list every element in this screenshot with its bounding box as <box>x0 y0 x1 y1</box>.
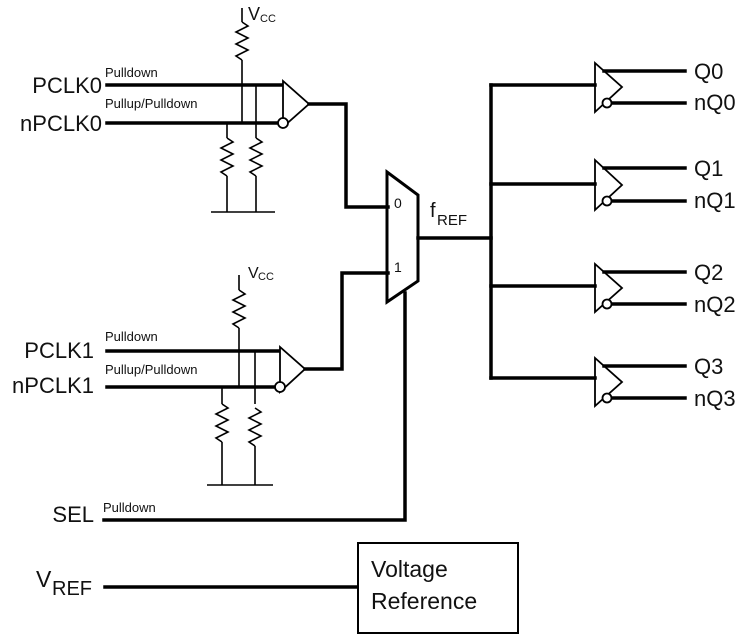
vcc-sub-1: CC <box>258 271 274 283</box>
pulldown-resistors-1 <box>207 387 273 486</box>
pclk0-bias-label: Pulldown <box>105 65 158 80</box>
multiplexer: 0 1 f REF <box>385 169 493 305</box>
output-buffer-3: Q3 nQ3 <box>594 354 736 411</box>
vref-input: V REF <box>36 566 360 600</box>
input-stage-1: PCLK1 nPCLK1 Pulldown Pullup/Pulldown V … <box>12 265 390 486</box>
vcc-pullup-resistor-0: V CC <box>234 4 276 123</box>
mux-input-0-label: 0 <box>394 195 402 211</box>
output-buffer-0: Q0 nQ0 <box>594 59 736 115</box>
mux-input-1-label: 1 <box>394 259 402 275</box>
sel-wire <box>102 291 407 522</box>
npclk0-bias-label: Pullup/Pulldown <box>105 96 198 111</box>
sel-label: SEL <box>52 502 94 527</box>
nq2-label: nQ2 <box>694 292 736 317</box>
nq0-label: nQ0 <box>694 90 736 115</box>
vcc-label-1: V <box>248 265 259 282</box>
vcc-pullup-resistor-1: V CC <box>231 265 274 387</box>
voltage-reference-block: Voltage Reference <box>357 542 519 634</box>
pulldown-resistors-0 <box>211 123 275 213</box>
fref-label: f <box>430 200 436 222</box>
q3-label: Q3 <box>694 354 723 379</box>
sel-bias-label: Pulldown <box>103 500 156 515</box>
input-buffer-1 <box>274 345 307 395</box>
pclk1-bias-label: Pulldown <box>105 329 158 344</box>
buffer0-to-mux-wire <box>307 102 390 209</box>
fanout-bus <box>489 83 597 380</box>
npclk1-label: nPCLK1 <box>12 373 94 398</box>
inversion-bubble <box>274 381 286 393</box>
vcc-label-0: V <box>248 4 260 24</box>
vref-label: V <box>36 566 52 592</box>
nq3-label: nQ3 <box>694 386 736 411</box>
q1-label: Q1 <box>694 156 723 181</box>
voltage-reference-line1: Voltage <box>371 556 448 582</box>
input-stage-0: PCLK0 nPCLK0 Pulldown Pullup/Pulldown V … <box>20 4 390 213</box>
npclk0-label: nPCLK0 <box>20 111 102 136</box>
output-buffer-2: Q2 nQ2 <box>594 260 736 317</box>
voltage-reference-line2: Reference <box>371 588 477 614</box>
vref-sub: REF <box>52 578 92 600</box>
vcc-sub-0: CC <box>260 13 276 25</box>
fref-sub: REF <box>437 212 467 229</box>
output-buffer-1: Q1 nQ1 <box>594 156 736 213</box>
nq1-label: nQ1 <box>694 188 736 213</box>
q2-label: Q2 <box>694 260 723 285</box>
buffer1-to-mux-wire <box>303 271 390 371</box>
inversion-bubble <box>277 117 289 129</box>
pclk0-label: PCLK0 <box>32 73 102 98</box>
sel-input: SEL Pulldown <box>52 291 407 527</box>
pclk1-label: PCLK1 <box>24 338 94 363</box>
npclk1-bias-label: Pullup/Pulldown <box>105 362 198 377</box>
input-buffer-0 <box>277 79 311 129</box>
q0-label: Q0 <box>694 59 723 84</box>
